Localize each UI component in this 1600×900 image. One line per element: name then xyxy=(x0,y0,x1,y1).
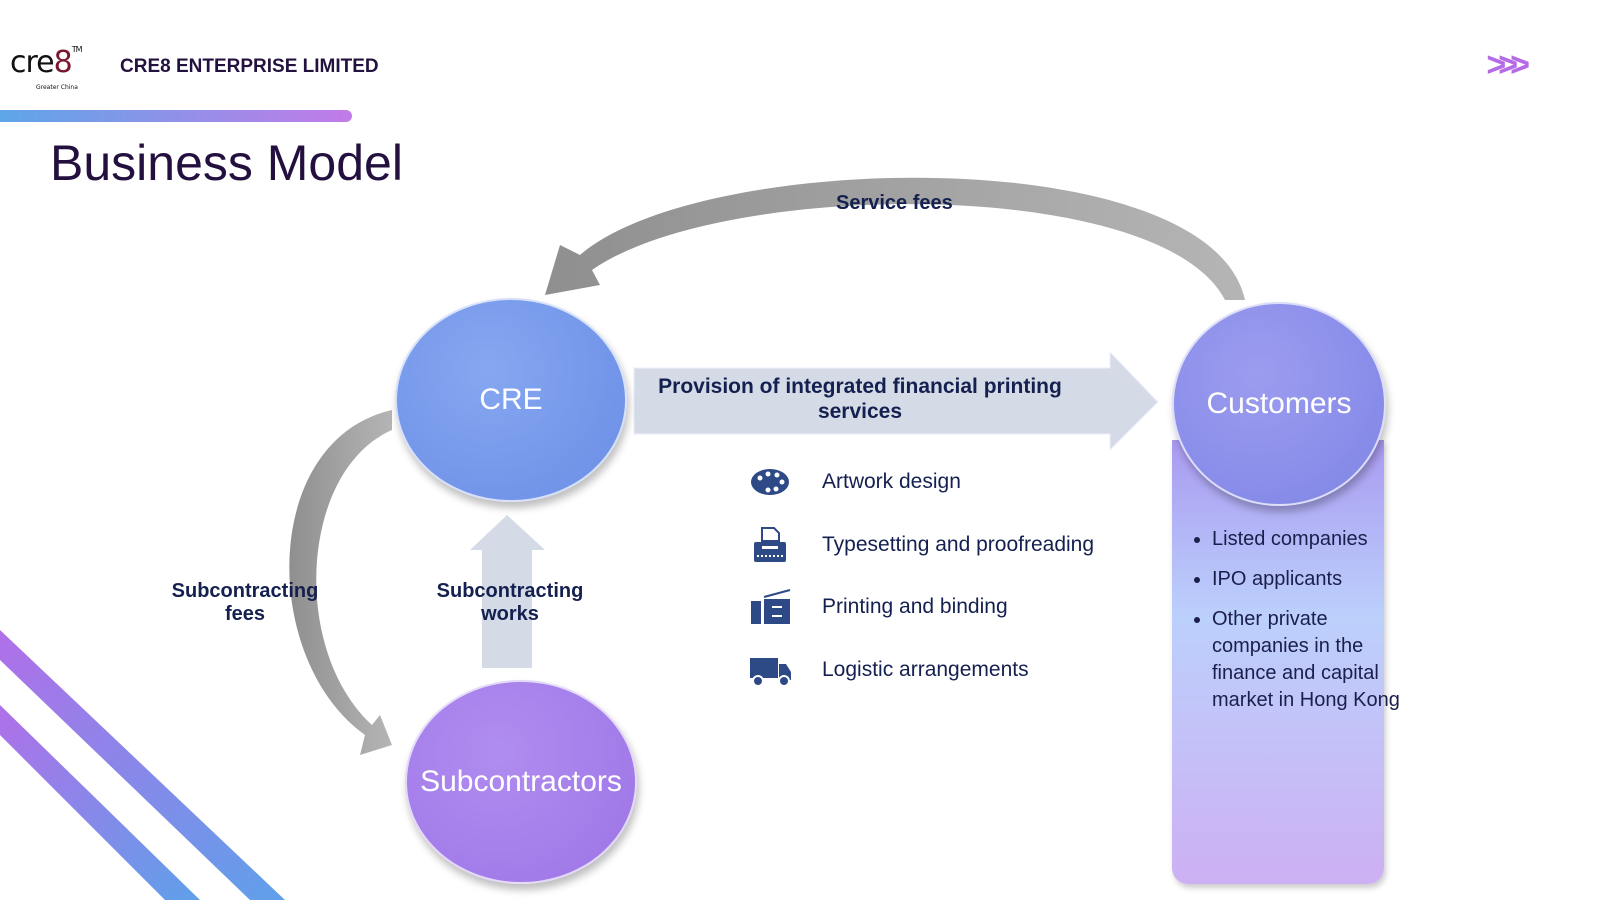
subcontracting-fees-label: Subcontracting fees xyxy=(171,580,319,625)
service-item: Typesetting and proofreading xyxy=(748,527,1094,563)
subcontracting-works-arrow xyxy=(470,515,545,668)
palette-icon xyxy=(751,469,789,495)
decor-stripe xyxy=(0,630,285,900)
node-cre: CRE xyxy=(395,298,627,502)
service-item: Logistic arrangements xyxy=(748,652,1029,688)
node-subcontractors: Subcontractors xyxy=(405,680,637,884)
decor-stripe xyxy=(0,705,200,900)
customers-list: Listed companies IPO applicants Other pr… xyxy=(1190,526,1412,727)
company-name: CRE8 ENTERPRISE LIMITED xyxy=(120,56,379,77)
service-item: Printing and binding xyxy=(748,589,1008,625)
service-fees-label: Service fees xyxy=(836,192,953,214)
provision-arrow xyxy=(633,350,1159,452)
list-item: Other private companies in the finance a… xyxy=(1212,606,1412,714)
service-fees-arrow xyxy=(545,177,1245,300)
typewriter-icon xyxy=(754,527,786,562)
customers-panel xyxy=(1172,440,1384,884)
provision-label: Provision of integrated financial printi… xyxy=(658,375,1062,423)
accent-bar xyxy=(0,110,352,122)
service-item: Artwork design xyxy=(748,464,961,500)
node-customers: Customers xyxy=(1172,302,1386,506)
subcontracting-fees-arrow xyxy=(289,410,392,755)
subcontracting-works-label: Subcontracting works xyxy=(436,580,584,625)
list-item: Listed companies xyxy=(1212,526,1412,553)
page-title: Business Model xyxy=(50,135,403,191)
list-item: IPO applicants xyxy=(1212,566,1412,593)
truck-icon xyxy=(750,658,791,687)
printer-icon xyxy=(751,589,791,624)
